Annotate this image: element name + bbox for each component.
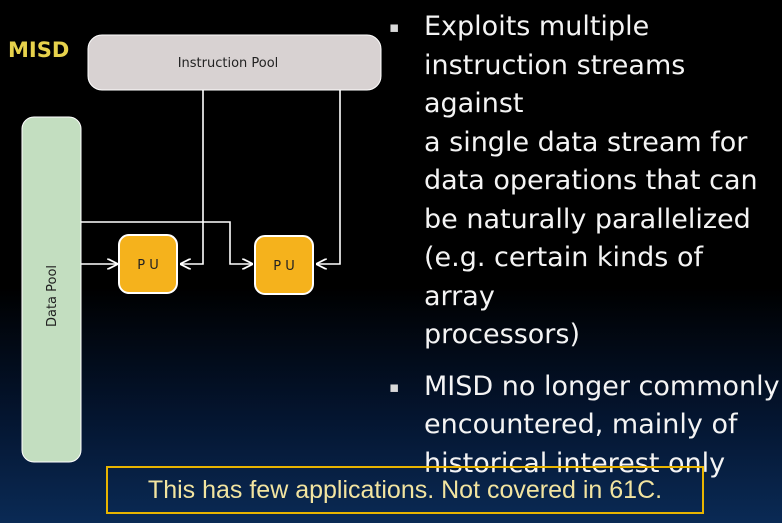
processing-unit-2-label: P U xyxy=(273,259,295,274)
data-pool-label: Data Pool xyxy=(45,265,60,327)
connectors xyxy=(81,90,341,264)
bullet-line: instruction streams against xyxy=(424,49,686,120)
slide-title: MISD xyxy=(8,38,70,62)
bullet-line: (e.g. certain kinds of array xyxy=(424,242,703,312)
misd-diagram: Instruction Pool Data Pool P U P U xyxy=(21,34,382,463)
bullet-list: ▪ Exploits multiple instruction streams … xyxy=(386,8,781,483)
bullet-line: MISD no longer commonly xyxy=(424,370,780,402)
bullet-marker-icon: ▪ xyxy=(389,377,400,396)
bullet-marker-icon: ▪ xyxy=(389,18,400,36)
processing-unit-2 xyxy=(254,235,314,295)
data-pool-box xyxy=(21,116,82,463)
processing-unit-1 xyxy=(118,234,178,294)
instruction-stream-1 xyxy=(181,90,204,264)
bullet-line: Exploits multiple xyxy=(424,11,650,42)
note-box: This has few applications. Not covered i… xyxy=(106,466,704,514)
instruction-stream-2 xyxy=(317,90,341,264)
bullet-line: processors) xyxy=(424,319,580,350)
bullet-line: be naturally parallelized xyxy=(424,203,751,235)
instruction-pool-box xyxy=(87,34,382,91)
bullet-line: historical interest only xyxy=(424,447,726,479)
bullet-item-misd-rare: ▪ MISD no longer commonly encountered, m… xyxy=(386,368,781,484)
processing-unit-1-label: P U xyxy=(137,258,159,273)
data-stream-pu2 xyxy=(81,221,252,264)
bullet-line: a single data stream for xyxy=(424,126,748,158)
bullet-item-exploits: ▪ Exploits multiple instruction streams … xyxy=(386,8,781,355)
bullet-line: encountered, mainly of xyxy=(424,409,738,440)
bullet-line: data operations that can xyxy=(424,165,758,196)
instruction-pool-label: Instruction Pool xyxy=(178,56,279,71)
